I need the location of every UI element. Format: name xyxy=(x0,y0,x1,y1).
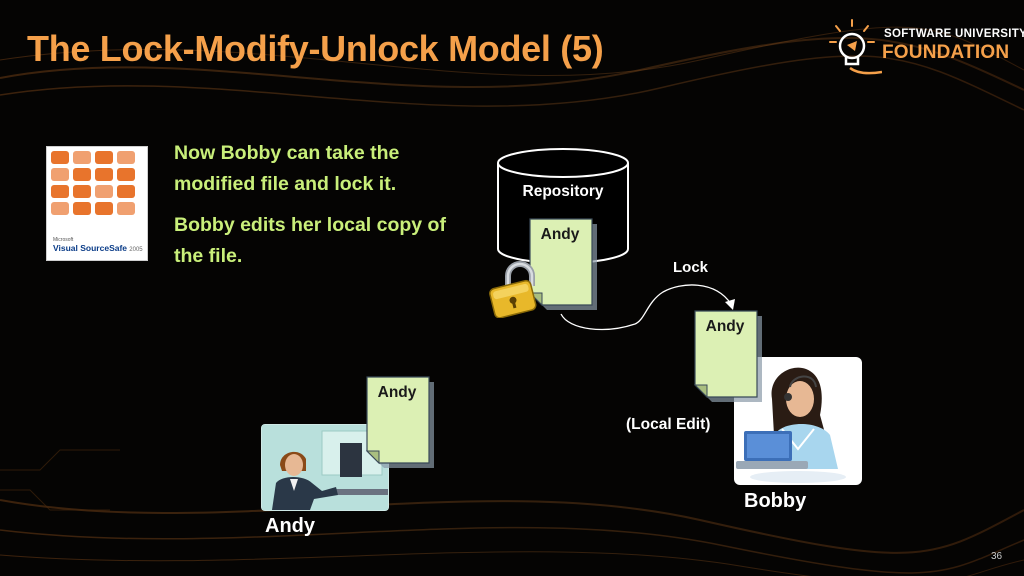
bullet-item: Now Bobby can take the modified file and… xyxy=(174,142,400,195)
bullet-item: Bobby edits her local copy of the file. xyxy=(174,214,446,267)
logo-text-bottom: FOUNDATION xyxy=(882,42,1010,63)
vss-tiles-graphic xyxy=(51,151,135,215)
visual-sourcesafe-box-image: Microsoft Visual SourceSafe 2005 xyxy=(46,146,148,261)
andy-name-label: Andy xyxy=(265,515,315,537)
page-number: 36 xyxy=(991,551,1003,562)
vss-product-name: Microsoft Visual SourceSafe 2005 xyxy=(53,237,143,253)
slide-title: The Lock-Modify-Unlock Model (5) xyxy=(27,28,604,69)
logo-text-top: SOFTWARE UNIVERSITY xyxy=(884,28,1024,40)
local-edit-label: (Local Edit) xyxy=(626,416,711,433)
bobby-local-document: Andy xyxy=(694,310,762,402)
bullet-list: Now Bobby can take the modified file and… xyxy=(174,138,464,282)
repository-label: Repository xyxy=(522,183,604,200)
software-university-logo: SOFTWARE UNIVERSITY FOUNDATION xyxy=(828,18,1024,80)
document-label: Andy xyxy=(540,226,580,243)
lock-arrow xyxy=(560,284,735,331)
bobby-avatar xyxy=(734,357,862,485)
document-label: Andy xyxy=(377,384,417,401)
document-label: Andy xyxy=(705,318,745,335)
lightbulb-icon xyxy=(829,19,882,75)
arrow-label-lock: Lock xyxy=(673,259,709,276)
andy-local-document: Andy xyxy=(366,376,434,468)
padlock-icon xyxy=(489,261,537,318)
bobby-name-label: Bobby xyxy=(744,490,807,512)
